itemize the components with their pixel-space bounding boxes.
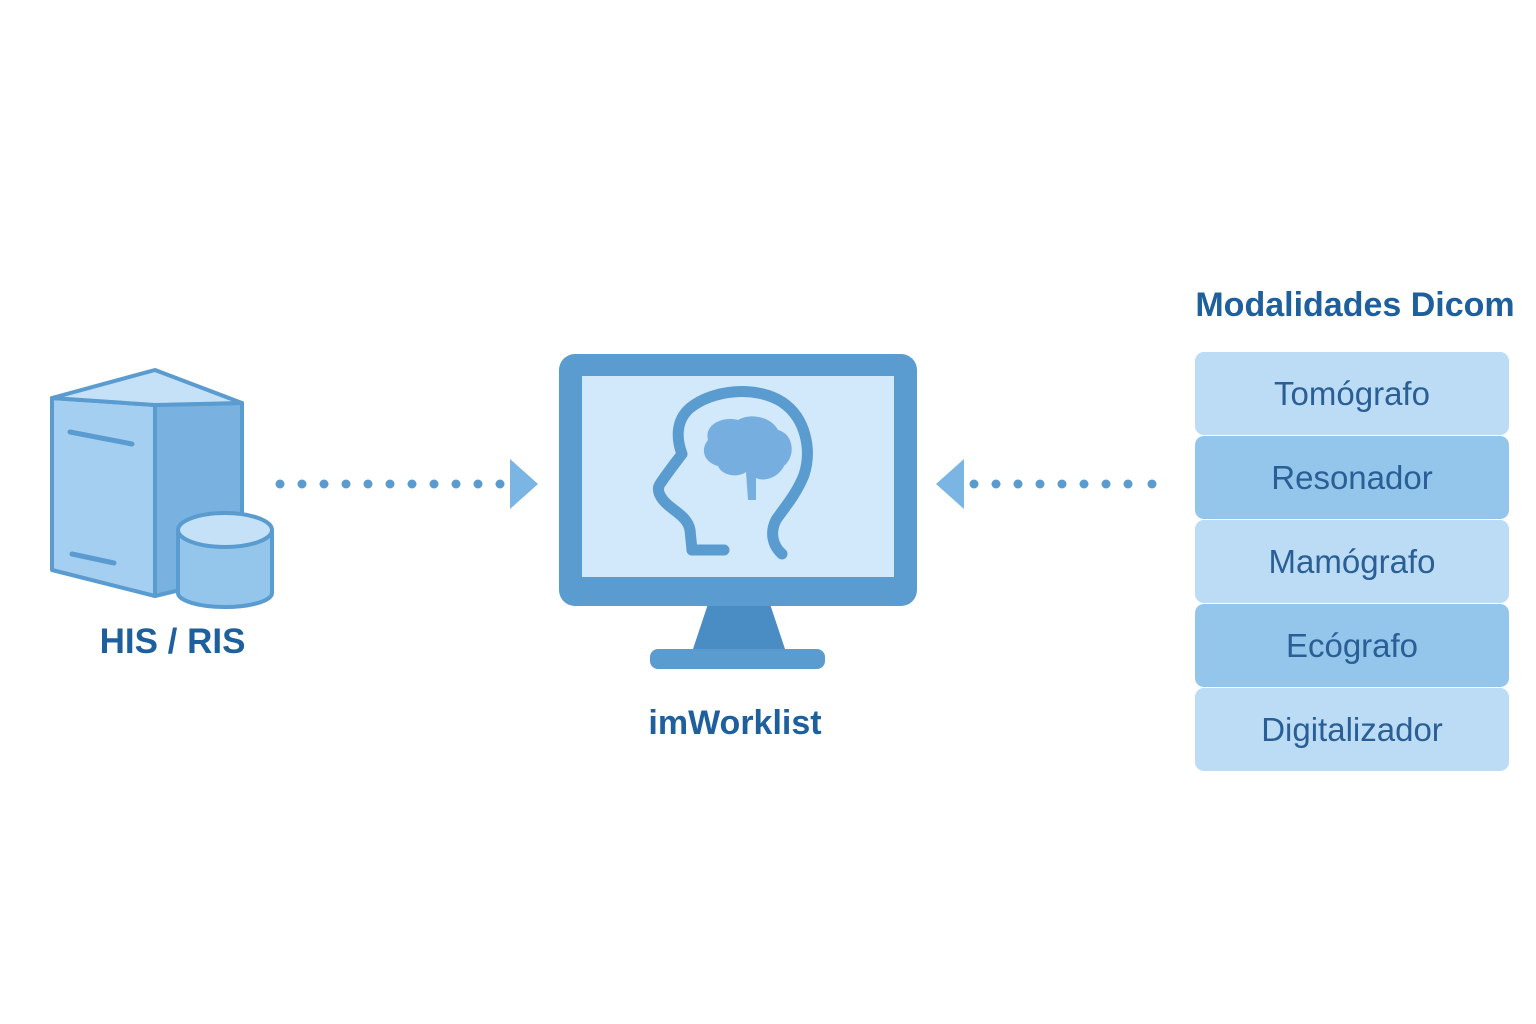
imworklist-label: imWorklist bbox=[648, 704, 822, 742]
modality-box-mamografo: Mamógrafo bbox=[1194, 519, 1510, 604]
his-ris-label: HIS / RIS bbox=[99, 622, 246, 661]
modality-box-resonador: Resonador bbox=[1194, 435, 1510, 520]
modality-label: Mamógrafo bbox=[1268, 542, 1436, 580]
modalities-title: Modalidades Dicom bbox=[1195, 286, 1515, 324]
modality-box-digitalizador: Digitalizador bbox=[1194, 687, 1510, 772]
modality-label: Resonador bbox=[1271, 458, 1433, 496]
modality-label: Digitalizador bbox=[1261, 710, 1443, 748]
modality-label: Tomógrafo bbox=[1274, 374, 1430, 412]
modality-label: Ecógrafo bbox=[1285, 626, 1419, 664]
modalities-list: Tomógrafo Resonador Mamógrafo Ecógrafo D… bbox=[1194, 351, 1510, 772]
modality-box-tomografo: Tomógrafo bbox=[1194, 351, 1510, 436]
modality-box-ecografo: Ecógrafo bbox=[1194, 603, 1510, 688]
